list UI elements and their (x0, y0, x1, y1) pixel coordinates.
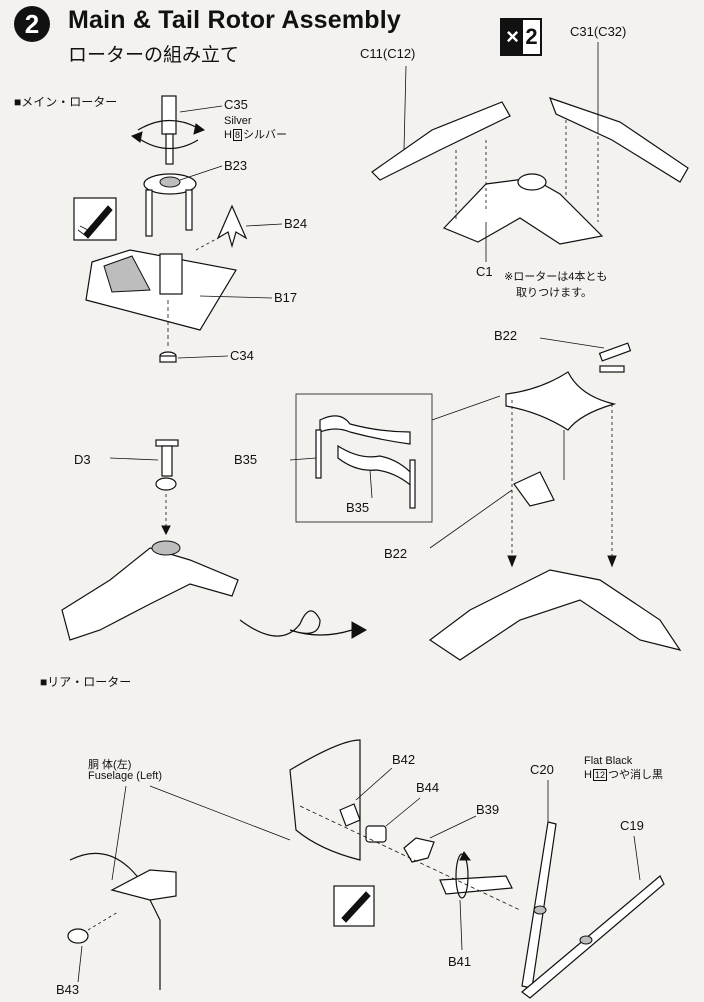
c34-part-drawing (159, 351, 229, 363)
rotor-hub-assembly-top-drawing (371, 42, 689, 262)
section-main-rotor: ■メイン・ローター (14, 95, 118, 109)
paint-code-c35: 8 (232, 129, 242, 141)
b35-inset-box (289, 393, 501, 523)
label-b42: B42 (392, 752, 416, 767)
tail-rotor-parts-drawing (299, 767, 521, 951)
rotor-hub-assembly-middle-drawing (428, 337, 682, 661)
section-rear-rotor: ■リア・ローター (40, 675, 132, 689)
label-b35-b: B35 (346, 500, 370, 515)
page-title-japanese: ローターの組み立て (68, 45, 240, 66)
cement-icon (73, 197, 117, 241)
label-b44: B44 (416, 780, 440, 795)
multiplier-x: × (502, 20, 523, 54)
label-c35-color: Silver (224, 115, 252, 127)
b23-rotor-head-drawing (143, 165, 223, 237)
label-b22-mid: B22 (384, 546, 408, 561)
b24-part-drawing (195, 204, 283, 251)
label-c11: C11(C12) (360, 46, 416, 61)
label-b17: B17 (274, 290, 298, 305)
flow-arrow (239, 610, 368, 639)
c35-shaft-drawing (130, 95, 223, 165)
multiplier-badge: × 2 (500, 18, 542, 56)
fuselage-tail-drawing (67, 739, 361, 990)
label-fuselage-en: Fuselage (Left) (88, 770, 162, 782)
label-c31: C31(C32) (570, 24, 627, 39)
label-c19: C19 (620, 818, 644, 833)
step-number-badge: 2 (14, 6, 50, 42)
cement-icon-bottom (333, 885, 375, 927)
multiplier-count: 2 (523, 20, 540, 54)
label-c35: C35 (224, 97, 248, 112)
label-b41: B41 (448, 954, 472, 969)
page-title: Main & Tail Rotor Assembly (68, 6, 402, 34)
label-d3: D3 (74, 452, 91, 467)
paint-code-c20: 12 (592, 769, 607, 781)
b17-base-drawing (85, 249, 273, 346)
d3-hub-drawing (61, 439, 239, 641)
label-b24: B24 (284, 216, 308, 231)
paint-name-c20: つや消し黒 (607, 769, 663, 781)
note-line-1: ※ローターは4本とも (504, 271, 608, 283)
label-b22-top: B22 (494, 328, 518, 343)
label-b23: B23 (224, 158, 248, 173)
tail-rotor-blades-drawing (521, 780, 665, 999)
label-c34: C34 (230, 348, 254, 363)
label-c20: C20 (530, 762, 554, 777)
label-flat-black: Flat Black (584, 755, 633, 767)
label-fuselage-jp: 胴 体(左) (88, 759, 132, 771)
label-c1: C1 (476, 264, 493, 279)
label-b43: B43 (56, 982, 80, 997)
note-line-2: 取りつけます。 (516, 287, 593, 299)
label-b39: B39 (476, 802, 500, 817)
label-b35-a: B35 (234, 452, 258, 467)
paint-name-c35: シルバー (242, 129, 287, 141)
